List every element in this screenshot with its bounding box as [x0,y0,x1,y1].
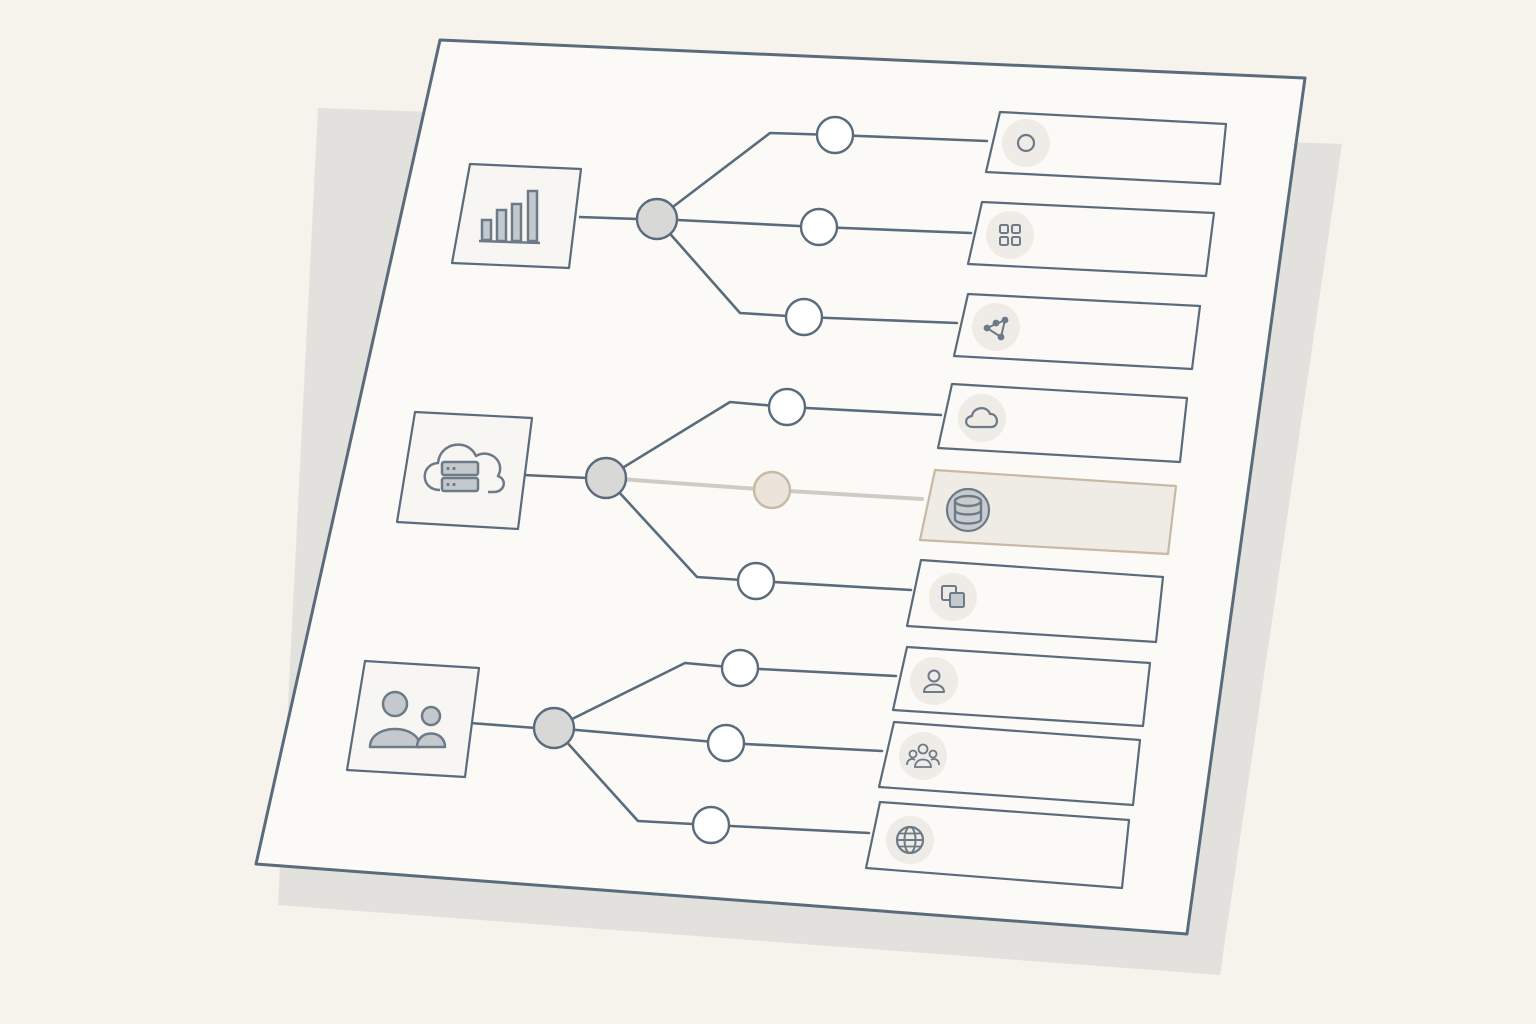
branch-node[interactable] [720,648,760,688]
branch-line [655,217,959,325]
branch-node[interactable] [799,207,839,247]
copy-icon [941,585,965,608]
hub-node[interactable] [635,197,679,241]
target-box-grid[interactable] [966,200,1216,278]
branch-line [655,131,989,221]
branch-line [604,476,913,592]
branch-line [552,726,871,835]
target-box-copy[interactable] [905,558,1165,644]
branch-node[interactable] [784,297,824,337]
connector-line [522,473,589,480]
icon-badge [972,303,1020,351]
team-icon [906,743,940,768]
target-box-cloud[interactable] [936,382,1189,464]
branch-node[interactable] [706,723,746,763]
users-icon [368,690,447,749]
source-box-analytics[interactable] [450,162,583,270]
hub-node[interactable] [532,706,576,750]
network-icon [983,316,1009,341]
branch-node[interactable] [815,115,855,155]
target-box-team[interactable] [877,720,1142,807]
globe-icon [895,825,925,855]
source-box-cloud[interactable] [395,410,534,531]
target-box-globe[interactable] [864,800,1131,890]
group-analytics [450,110,1228,371]
branch-node[interactable] [736,561,776,601]
branch-node[interactable] [767,387,807,427]
group-cloud [395,382,1189,644]
database-icon [953,494,983,525]
target-box-database[interactable] [918,468,1178,556]
branch-node[interactable] [691,805,731,845]
branch-line [552,661,898,730]
connector-line [469,721,537,730]
icon-badge [986,211,1034,259]
group-people [345,645,1152,890]
circle-icon [1016,133,1036,153]
grid-icon [999,224,1021,246]
hub-node[interactable] [584,456,628,500]
branch-line [604,400,943,480]
icon-badge [1002,119,1050,167]
user-icon [923,669,945,693]
target-box-user[interactable] [891,645,1152,728]
bar-chart-icon [478,189,541,245]
icon-badge [958,394,1006,442]
target-box-circle[interactable] [984,110,1228,186]
icon-badge [899,732,947,780]
target-box-network[interactable] [952,292,1202,371]
source-box-people[interactable] [345,659,481,779]
branch-node[interactable] [752,470,792,510]
diagram-content [345,110,1228,890]
connector-line [578,215,640,221]
cloud-icon [965,407,998,429]
cloud-server-icon [423,443,506,494]
